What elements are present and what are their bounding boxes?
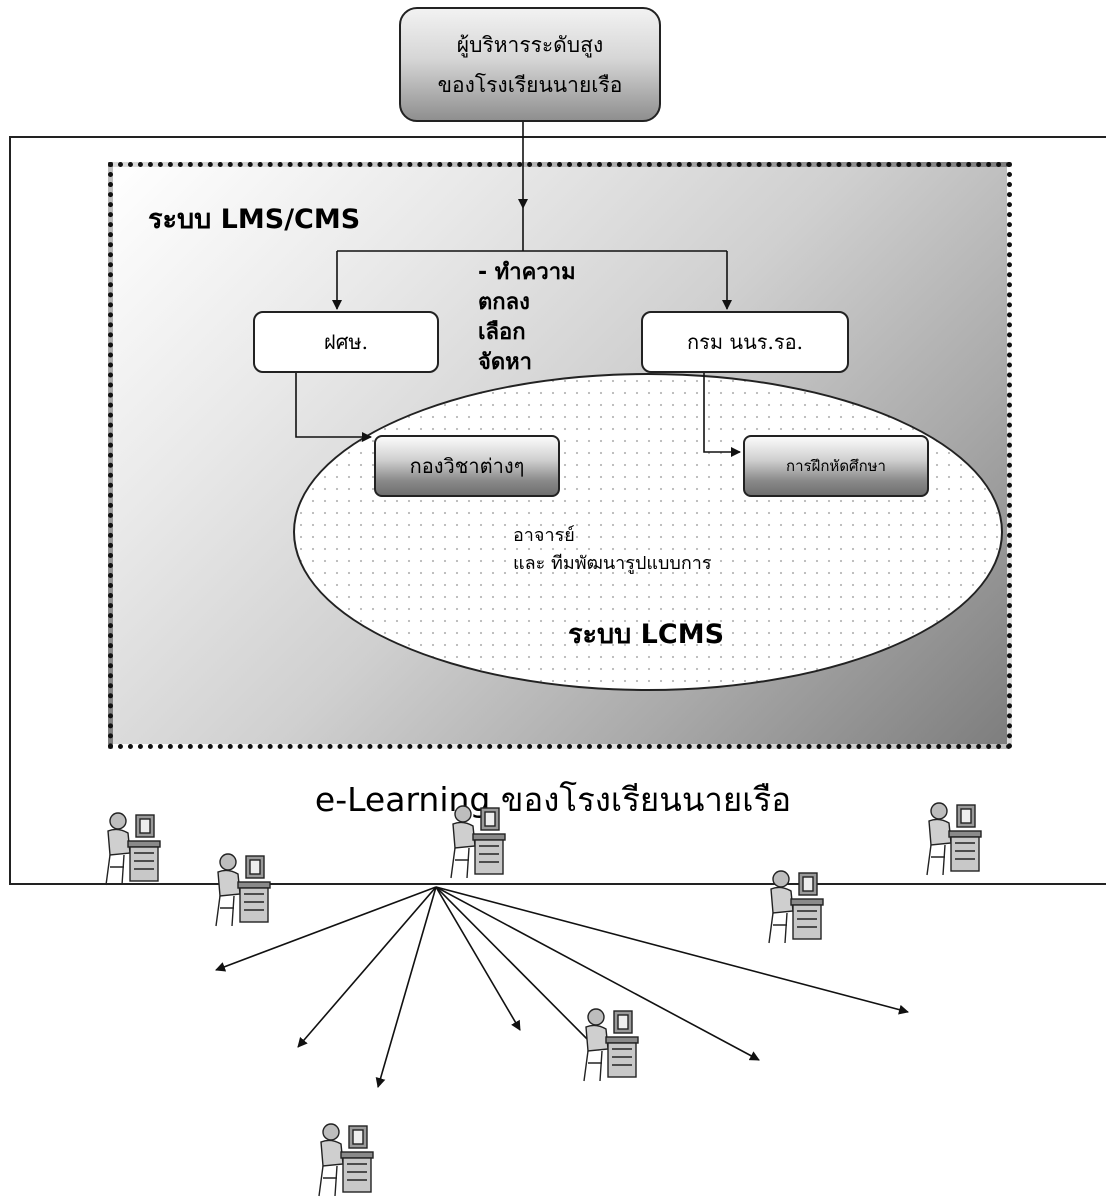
- person-at-computer-icon: [215, 853, 271, 927]
- learner-arrow-1: [215, 886, 437, 972]
- elearning-frame: [9, 136, 1106, 885]
- lcms-title: ระบบ LCMS: [568, 619, 725, 650]
- learner-arrow-4: [435, 886, 521, 1031]
- learner-arrow-7: [435, 886, 909, 1015]
- agreement-line: ตกลง: [478, 290, 530, 315]
- fsh-to-kong-connector: [295, 345, 372, 442]
- teachers-line-1: อาจารย์: [513, 525, 575, 546]
- fsh-label: ฝศษ.: [324, 330, 368, 354]
- elearning-label: e-Learning ของโรงเรียนนายเรือ: [314, 780, 792, 819]
- person-at-computer-icon: [105, 812, 161, 886]
- agreement-text: - ทำความ ตกลง เลือก จัดหา: [478, 258, 576, 378]
- learner-arrow-2: [297, 886, 437, 1048]
- person-at-computer-icon: [450, 805, 506, 879]
- kong-label: กองวิชาต่างๆ: [409, 454, 525, 478]
- executive-line-2: ของโรงเรียนนายเรือ: [437, 72, 623, 97]
- learner-arrow-6: [435, 886, 760, 1061]
- person-at-computer-icon: [583, 1008, 639, 1082]
- executive-box: ผู้บริหารระดับสูง ของโรงเรียนนายเรือ: [399, 7, 661, 122]
- krom-box: กรม นนร.รอ.: [641, 311, 849, 373]
- teachers-line-2: และ ทีมพัฒนารูปแบบการ: [513, 553, 712, 574]
- person-at-computer-icon: [318, 1123, 374, 1197]
- person-at-computer-icon: [768, 870, 824, 944]
- fsh-box: ฝศษ.: [253, 311, 439, 373]
- executive-line-1: ผู้บริหารระดับสูง: [456, 32, 604, 57]
- training-box: การฝึกหัดศึกษา: [743, 435, 929, 497]
- lcms-ellipse: [293, 373, 1003, 691]
- lms-cms-title: ระบบ LMS/CMS: [148, 204, 361, 235]
- learner-arrow-3: [375, 886, 437, 1088]
- person-at-computer-icon: [926, 802, 982, 876]
- training-label: การฝึกหัดศึกษา: [786, 457, 886, 475]
- krom-to-training-connector: [703, 370, 741, 457]
- learner-arrow-5: [435, 886, 599, 1051]
- teachers-text: อาจารย์ และ ทีมพัฒนารูปแบบการ: [513, 522, 712, 578]
- krom-label: กรม นนร.รอ.: [687, 330, 803, 354]
- agreement-line: เลือก: [478, 320, 526, 345]
- agreement-line: - ทำความ: [478, 260, 576, 285]
- agreement-line: จัดหา: [478, 350, 533, 375]
- kong-box: กองวิชาต่างๆ: [374, 435, 560, 497]
